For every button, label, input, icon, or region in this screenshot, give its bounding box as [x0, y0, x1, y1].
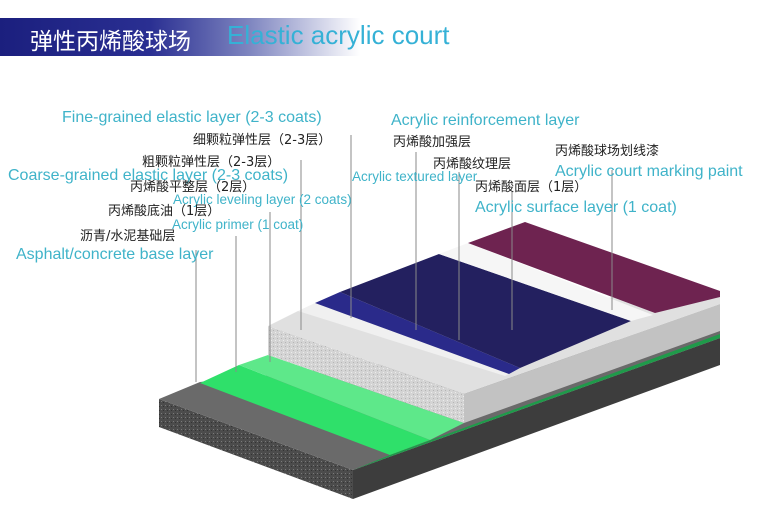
label-surface-cn: 丙烯酸面层（1层）	[475, 180, 588, 195]
coarse-elastic-end-face	[268, 326, 464, 423]
label-primer-en: Acrylic primer (1 coat)	[172, 217, 304, 232]
fine-elastic-top	[298, 303, 509, 376]
title-bar	[0, 18, 500, 56]
court-marking-line	[439, 243, 653, 321]
label-marking-en: Acrylic court marking paint	[555, 163, 743, 180]
label-coarse-grained-cn: 粗颗粒弹性层（2-3层）	[142, 155, 281, 170]
label-leveling-cn: 丙烯酸平整层（2层）	[130, 180, 256, 195]
label-textured-cn: 丙烯酸纹理层	[433, 157, 512, 172]
label-base-cn: 沥青/水泥基础层	[80, 229, 176, 244]
label-coarse-grained-en: Coarse-grained elastic layer (2-3 coats)	[8, 167, 289, 184]
title-chinese: 弹性丙烯酸球场	[30, 29, 191, 55]
label-marking-cn: 丙烯酸球场划线漆	[555, 144, 660, 159]
label-textured-en: Acrylic textured layer	[352, 169, 478, 184]
label-base-en: Asphalt/concrete base layer	[16, 246, 214, 263]
label-surface-en: Acrylic surface layer (1 coat)	[475, 199, 677, 216]
label-leveling-en: Acrylic leveling layer (2 coats)	[173, 192, 352, 207]
base-layer-side-face	[353, 338, 720, 499]
leader-lines	[195, 135, 613, 382]
label-reinforcement-cn: 丙烯酸加强层	[393, 135, 472, 150]
label-fine-grained-cn: 细颗粒弹性层（2-3层）	[193, 133, 332, 148]
leveling-layer	[239, 355, 464, 440]
reinforcement-layer	[315, 292, 520, 374]
label-primer-cn: 丙烯酸底油（1层）	[108, 204, 221, 219]
title-english: Elastic acrylic court	[227, 20, 450, 50]
label-reinforcement-en: Acrylic reinforcement layer	[391, 112, 580, 129]
court-purple-surface	[468, 222, 720, 313]
base-layer-end-face	[159, 399, 353, 499]
primer-layer	[200, 365, 430, 455]
label-fine-grained-en: Fine-grained elastic layer (2-3 coats)	[62, 109, 322, 126]
green-edge	[353, 334, 720, 470]
surface-layer	[340, 254, 631, 368]
coarse-elastic-side-face	[464, 304, 720, 423]
